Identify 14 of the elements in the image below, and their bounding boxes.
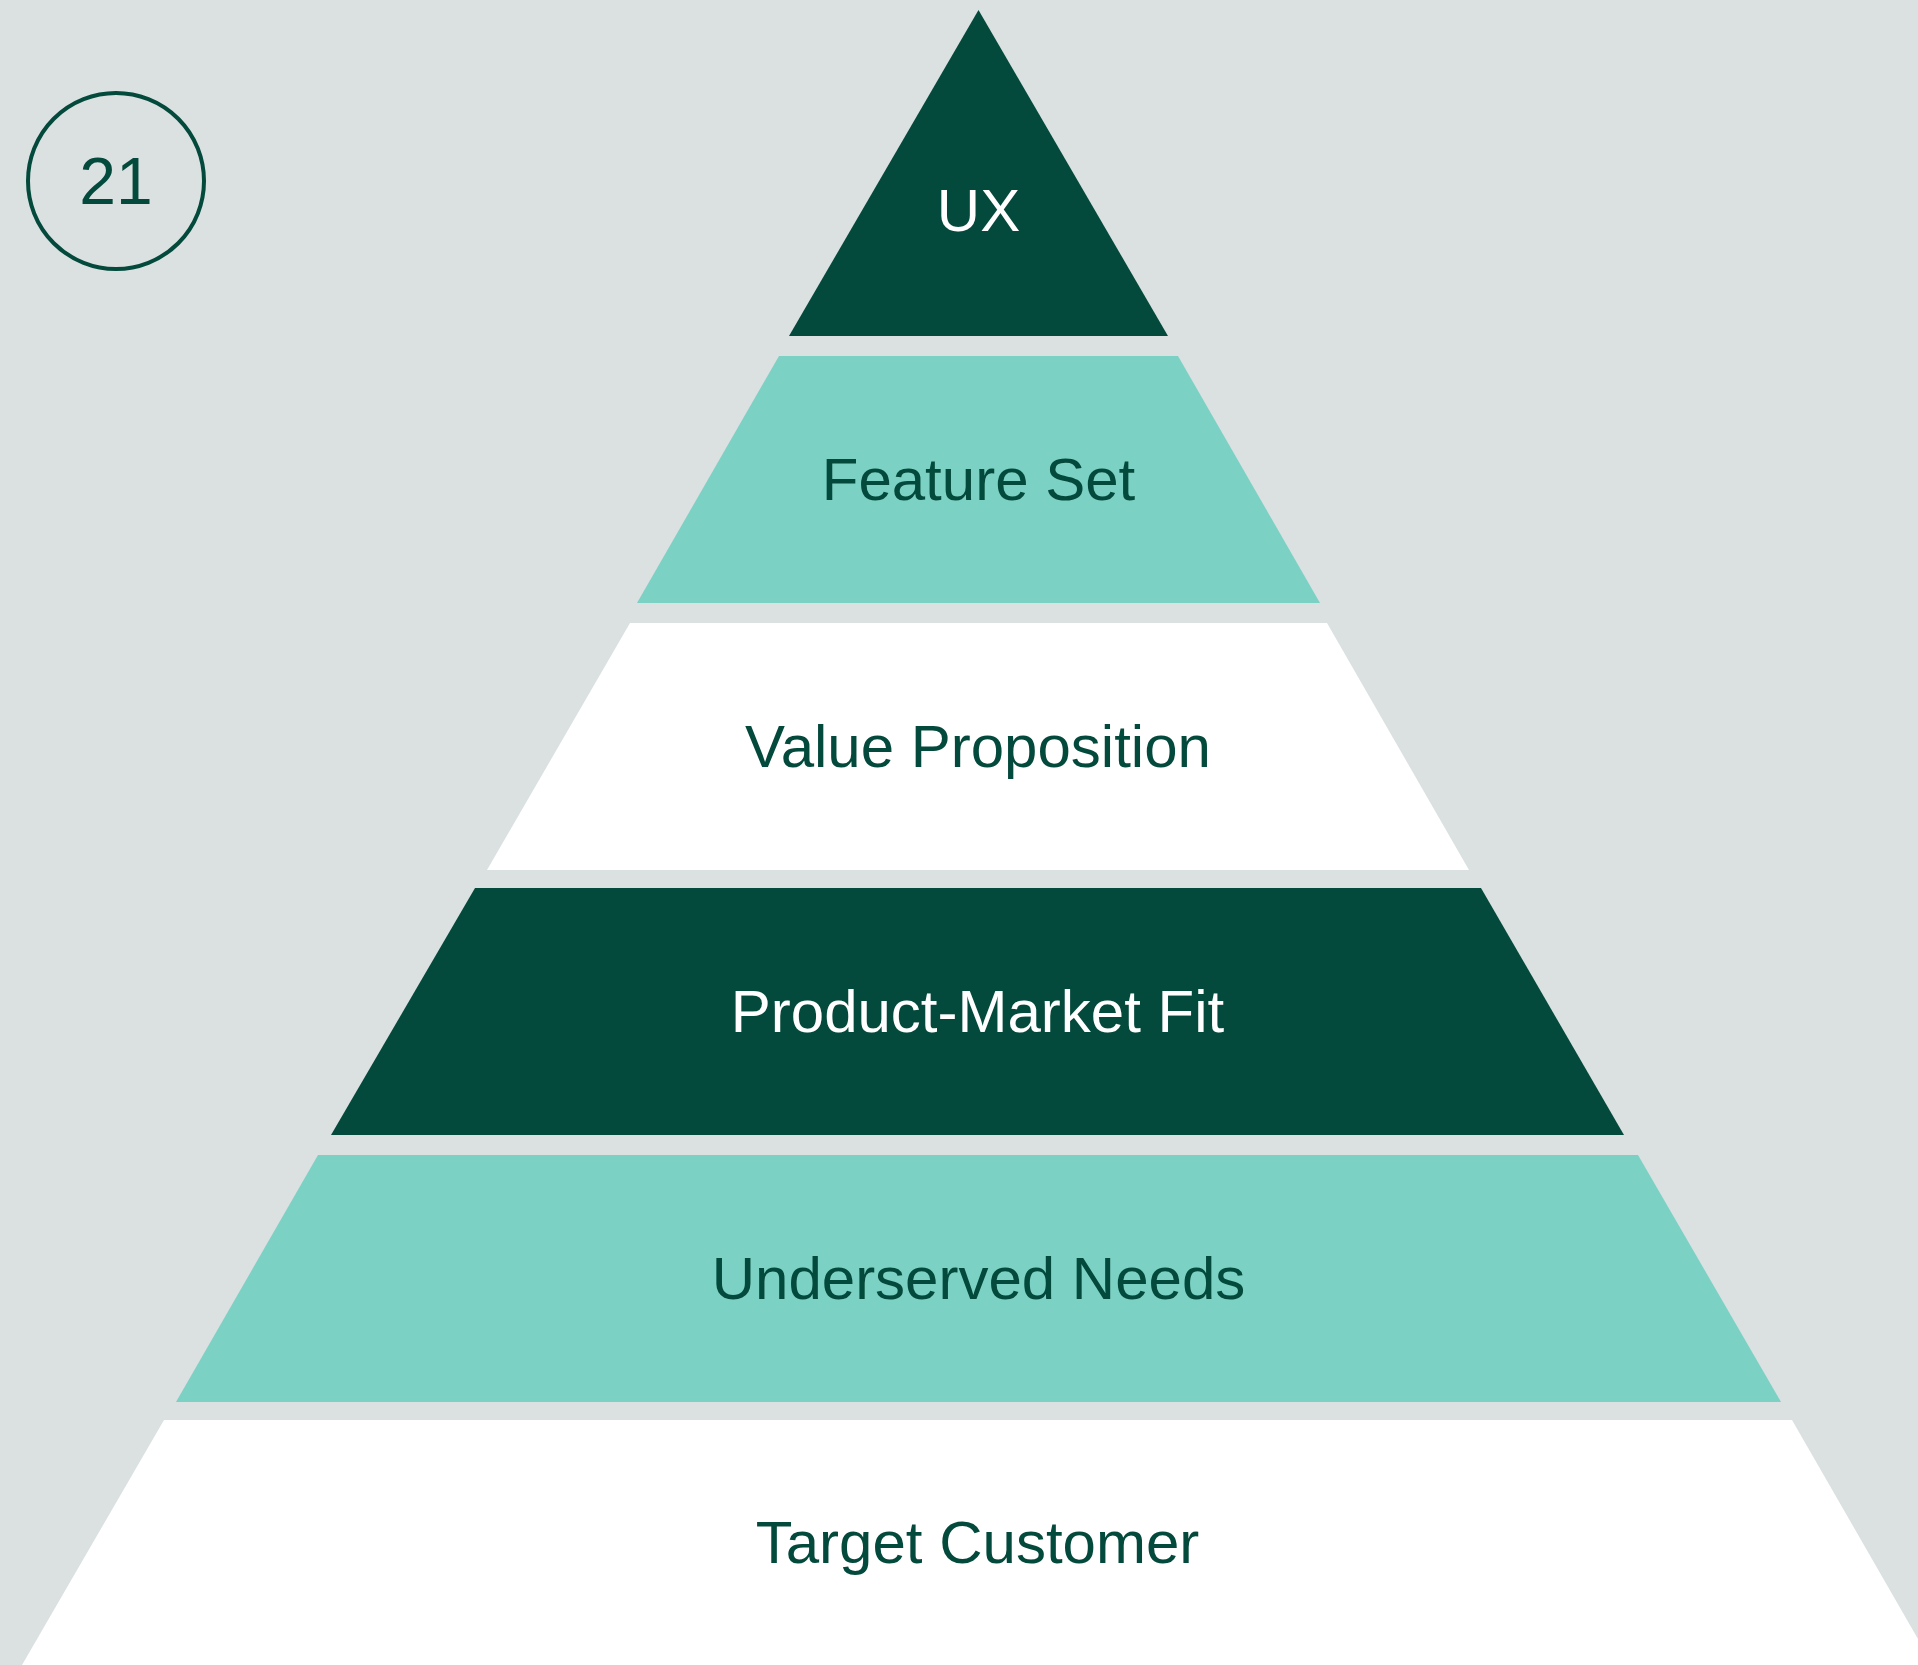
- pyramid-tier: [789, 10, 1168, 336]
- tier-label: UX: [936, 176, 1021, 246]
- pyramid-tier: [637, 356, 1320, 603]
- tier-label: Target Customer: [755, 1508, 1200, 1577]
- pyramid-tier: [176, 1155, 1781, 1402]
- pyramid-tier: [331, 888, 1624, 1135]
- tier-label: Product-Market Fit: [730, 977, 1225, 1046]
- tier-label: Value Proposition: [745, 712, 1211, 781]
- pyramid-tier: [22, 1420, 1918, 1665]
- tier-label: Underserved Needs: [711, 1244, 1246, 1313]
- number-label: 21: [79, 143, 153, 219]
- pyramid-tier: [487, 623, 1469, 870]
- number-circle: [26, 91, 206, 271]
- tier-label: Feature Set: [821, 445, 1136, 514]
